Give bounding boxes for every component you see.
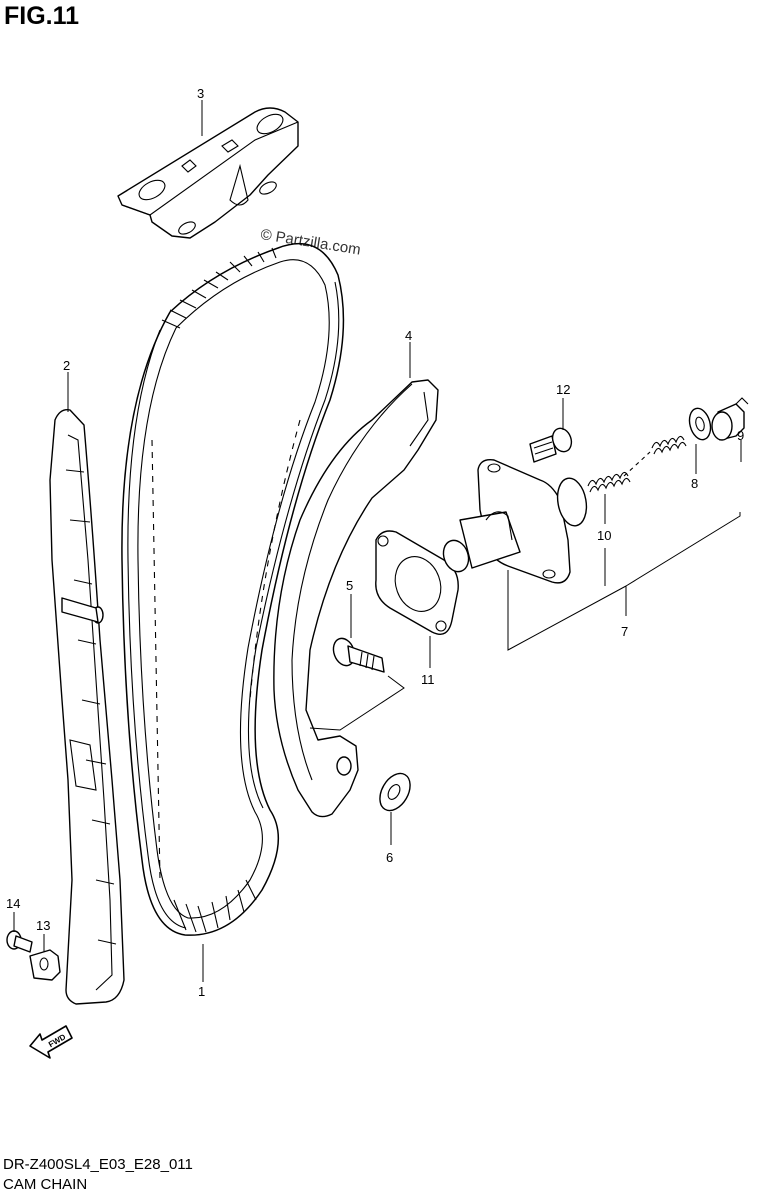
callout-13: 13: [36, 918, 50, 933]
part-12-bolt[interactable]: [529, 426, 575, 463]
fwd-arrow-icon: FWD: [29, 1025, 73, 1059]
part-13-guide-bracket[interactable]: [29, 949, 61, 981]
part-5-pivot-bolt[interactable]: [330, 635, 385, 673]
part-6-washer[interactable]: [374, 768, 417, 816]
callout-9: 9: [737, 428, 744, 443]
callout-1: 1: [198, 984, 205, 999]
model-code: DR-Z400SL4_E03_E28_011: [3, 1156, 193, 1173]
part-2-chain-guide[interactable]: [49, 409, 125, 1005]
callout-4: 4: [405, 328, 412, 343]
part-7-tensioner-assembly[interactable]: [439, 459, 590, 584]
part-8-washer[interactable]: [686, 406, 714, 442]
part-4-tensioner-arm[interactable]: [273, 379, 439, 818]
callout-11: 11: [421, 672, 435, 687]
figure-title: FIG.11: [4, 2, 80, 30]
callout-2: 2: [63, 358, 70, 373]
part-3-chain-guide-plate[interactable]: [117, 107, 299, 239]
part-11-gasket[interactable]: [375, 530, 459, 635]
diagram-name: CAM CHAIN: [3, 1176, 88, 1193]
leader-lines: [13, 100, 742, 982]
callout-14: 14: [6, 896, 20, 911]
callout-labels: 3 2 4 1 5 6 11 12 8 9 10 7 14 13: [6, 86, 744, 999]
callout-7: 7: [621, 624, 628, 639]
callout-5: 5: [346, 578, 353, 593]
part-10-spring[interactable]: [587, 435, 687, 493]
callout-3: 3: [197, 86, 204, 101]
callout-10: 10: [597, 528, 611, 543]
callout-12: 12: [556, 382, 570, 397]
callout-6: 6: [386, 850, 393, 865]
part-14-screw[interactable]: [6, 930, 33, 953]
part-1-cam-chain[interactable]: [121, 242, 345, 936]
part-9-plug-bolt[interactable]: [711, 397, 749, 441]
callout-8: 8: [691, 476, 698, 491]
